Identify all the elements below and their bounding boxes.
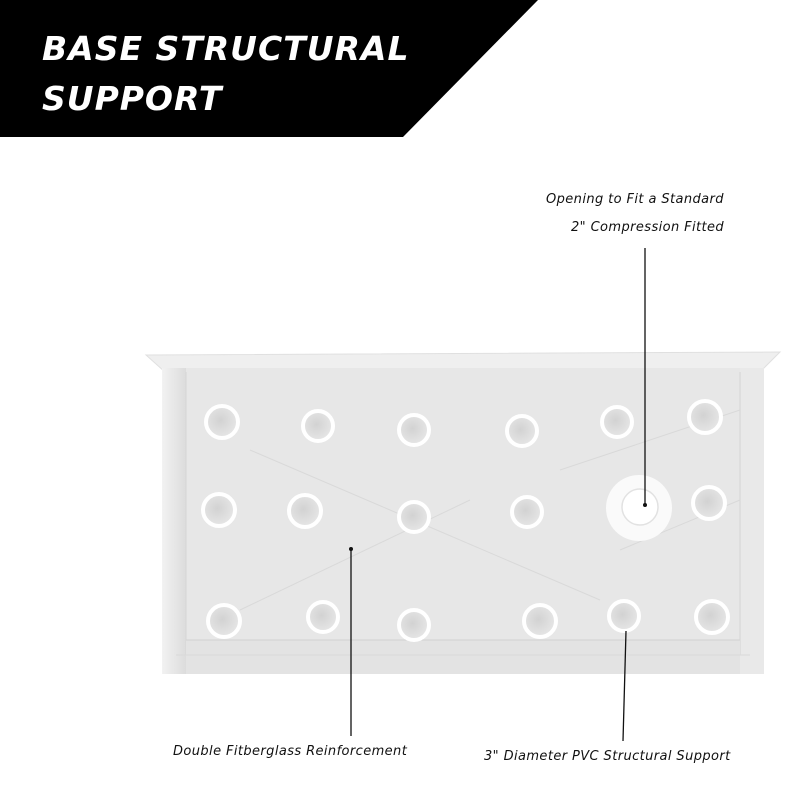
pvc-ring bbox=[397, 608, 431, 642]
pvc-ring bbox=[397, 500, 431, 534]
drain-callout-line1: Opening to Fit a Standard bbox=[546, 192, 724, 207]
pvc-ring bbox=[287, 493, 323, 529]
right-wall bbox=[740, 368, 764, 674]
drain-opening bbox=[606, 475, 672, 541]
pvc-ring bbox=[306, 600, 340, 634]
fiberglass-callout: Double Fitberglass Reinforcement bbox=[173, 744, 408, 759]
banner-title: BASE STRUCTURAL SUPPORT bbox=[42, 29, 410, 118]
pvc-ring bbox=[301, 409, 335, 443]
drain-callout-line2: 2" Compression Fitted bbox=[571, 220, 725, 235]
pvc-support-rings bbox=[201, 399, 730, 642]
pvc-ring bbox=[687, 399, 723, 435]
left-wall bbox=[162, 368, 186, 674]
bottom-step bbox=[186, 640, 740, 674]
pvc-ring bbox=[607, 599, 641, 633]
pvc-ring bbox=[505, 414, 539, 448]
leader-lines bbox=[350, 248, 646, 742]
pvc-leader bbox=[622, 630, 627, 742]
pvc-ring bbox=[694, 599, 730, 635]
pvc-ring bbox=[691, 485, 727, 521]
pvc-ring bbox=[397, 413, 431, 447]
pvc-ring bbox=[510, 495, 544, 529]
pvc-callout: 3" Diameter PVC Structural Support bbox=[484, 749, 731, 764]
pvc-ring bbox=[522, 603, 558, 639]
pvc-ring bbox=[206, 603, 242, 639]
tray-body bbox=[162, 368, 764, 674]
pvc-ring bbox=[201, 492, 237, 528]
pvc-ring bbox=[204, 404, 240, 440]
pvc-ring bbox=[600, 405, 634, 439]
